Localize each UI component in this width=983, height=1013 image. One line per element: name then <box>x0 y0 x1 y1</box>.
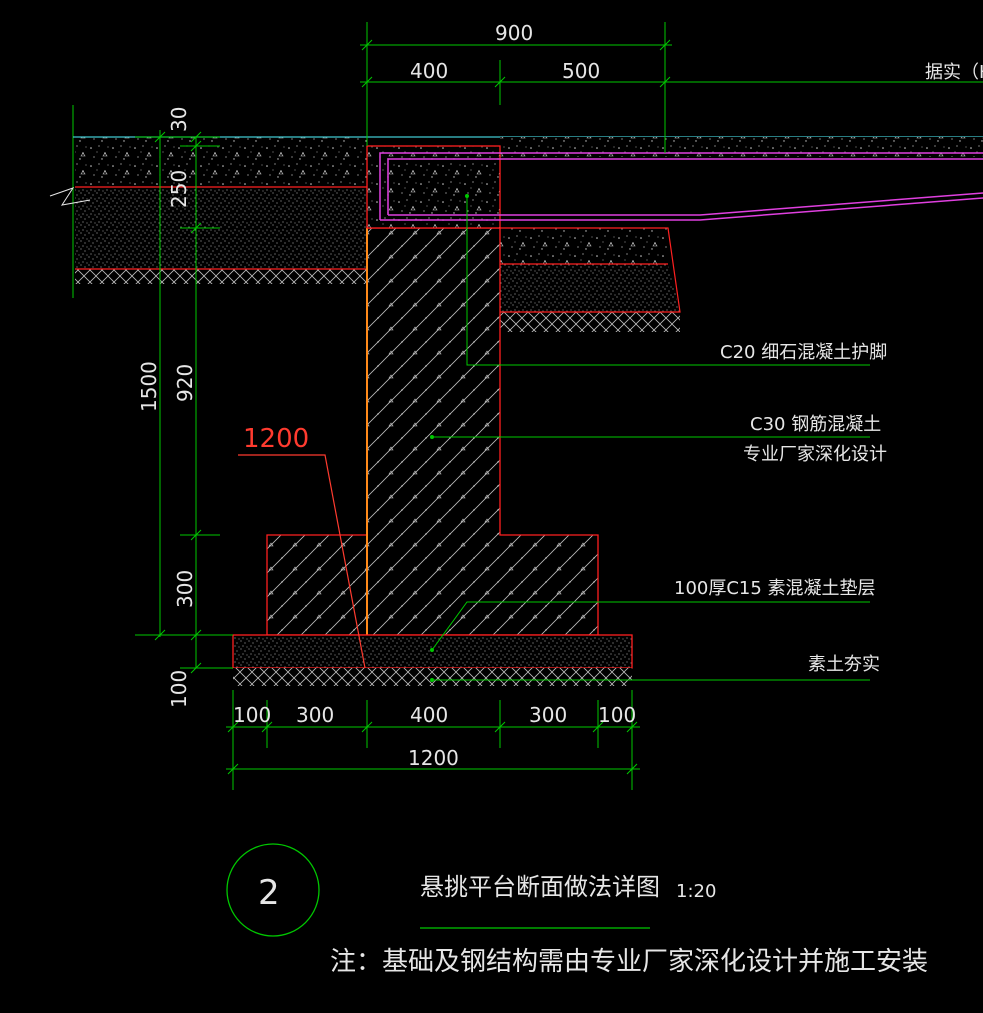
label-c20: C20 细石混凝土护脚 <box>720 342 887 363</box>
label-c30: C30 钢筋混凝土 <box>750 414 881 435</box>
label-manufacturer: 专业厂家深化设计 <box>743 444 887 465</box>
dim-top-left: 400 <box>410 59 448 83</box>
title-block: 2 悬挑平台断面做法详图 1:20 <box>226 843 716 937</box>
bottom-dimensions <box>226 690 640 790</box>
dim-bottom-seg-1: 100 <box>233 703 271 727</box>
dim-vert-1500: 1500 <box>137 361 161 412</box>
dim-vert-250: 250 <box>167 170 191 208</box>
title-scale: 1:20 <box>676 881 716 902</box>
leader-lines <box>430 194 870 682</box>
dim-bottom-total: 1200 <box>408 746 459 770</box>
label-soil: 素土夯实 <box>808 654 880 675</box>
dim-bottom-seg-2: 300 <box>296 703 334 727</box>
top-dimensions <box>360 22 983 153</box>
dim-vert-920: 920 <box>173 364 197 402</box>
note-text: 注：基础及钢结构需由专业厂家深化设计并施工安装 <box>330 947 928 977</box>
red-callout: 1200 <box>238 424 366 669</box>
dim-top-right-truncated: 据实（H <box>925 62 983 83</box>
title-number: 2 <box>258 873 280 913</box>
dim-vert-100: 100 <box>167 670 191 708</box>
ground-slab-left <box>49 105 367 298</box>
dim-bottom-seg-4: 300 <box>529 703 567 727</box>
ground-slab-right <box>500 137 983 332</box>
blinding-layer <box>232 634 633 686</box>
dim-bottom-seg-5: 100 <box>598 703 636 727</box>
red-callout-text: 1200 <box>243 424 309 454</box>
dim-top-right: 500 <box>562 59 600 83</box>
title-text: 悬挑平台断面做法详图 <box>420 873 660 901</box>
steel-cantilever <box>379 152 983 221</box>
left-dimensions <box>135 130 233 674</box>
dim-bottom-seg-3: 400 <box>410 703 448 727</box>
dim-vert-300: 300 <box>173 570 197 608</box>
dim-top-total: 900 <box>495 21 533 45</box>
dim-vert-30: 30 <box>167 107 191 132</box>
label-c15: 100厚C15 素混凝土垫层 <box>674 578 876 599</box>
